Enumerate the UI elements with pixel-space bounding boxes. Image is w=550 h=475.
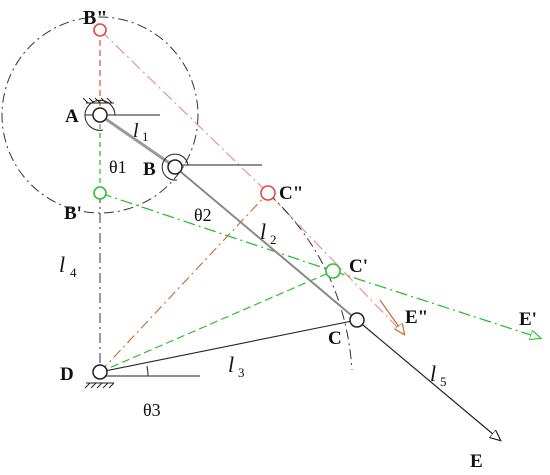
label-theta3: θ3 [143, 400, 161, 420]
label-b: B [143, 159, 156, 180]
label-l2-sub: 2 [270, 232, 277, 247]
label-l3-sub: 3 [238, 365, 245, 380]
link-l5 [356, 319, 500, 440]
joint-b1 [93, 186, 107, 200]
link-c2-e2-orange [379, 299, 404, 334]
label-e-prime: E' [519, 309, 537, 330]
label-d: D [60, 364, 74, 385]
joint-c1 [325, 263, 341, 279]
link-l1-gray [99, 113, 176, 169]
link-ac-gray [174, 166, 358, 321]
label-l4-sub: 4 [70, 265, 77, 280]
joint-c2 [260, 185, 276, 201]
link-l3 [99, 319, 358, 373]
label-l4: l [59, 252, 65, 277]
green-line-d-c1 [99, 270, 334, 373]
green-line-b1-c1 [99, 192, 334, 272]
ground-hatch-d [84, 382, 115, 389]
label-theta1: θ1 [109, 157, 127, 177]
label-c-double-prime: C" [279, 183, 303, 204]
label-l2: l [260, 219, 266, 244]
label-e-double-prime: E" [405, 307, 428, 328]
theta2-arc [161, 153, 189, 181]
label-b-double-prime: B" [83, 7, 107, 29]
theta1-arc [84, 99, 116, 131]
crank-circle [1, 16, 199, 214]
ground-hatch-a [82, 97, 114, 104]
label-b-prime: B' [64, 203, 82, 224]
label-l3: l [228, 352, 234, 377]
label-l1: l [133, 120, 139, 142]
label-c: C [328, 328, 342, 349]
joint-a [92, 107, 108, 123]
joint-d [92, 364, 108, 380]
label-l5-sub: 5 [440, 374, 447, 389]
label-c-prime: C' [349, 256, 368, 277]
red-line-b2-c2 [99, 29, 269, 194]
theta3-arc [146, 365, 149, 377]
label-e: E [470, 451, 483, 472]
joint-b2 [93, 23, 107, 37]
joint-c [349, 312, 365, 328]
label-l1-sub: 1 [142, 129, 149, 144]
label-a: A [65, 106, 79, 127]
label-l5: l [430, 361, 436, 386]
red-line-c2-e2 [267, 192, 401, 331]
joint-b [167, 159, 183, 175]
label-theta2: θ2 [194, 205, 212, 225]
green-line-c1-e1 [332, 270, 540, 338]
orange-line-d-c2 [99, 192, 269, 373]
